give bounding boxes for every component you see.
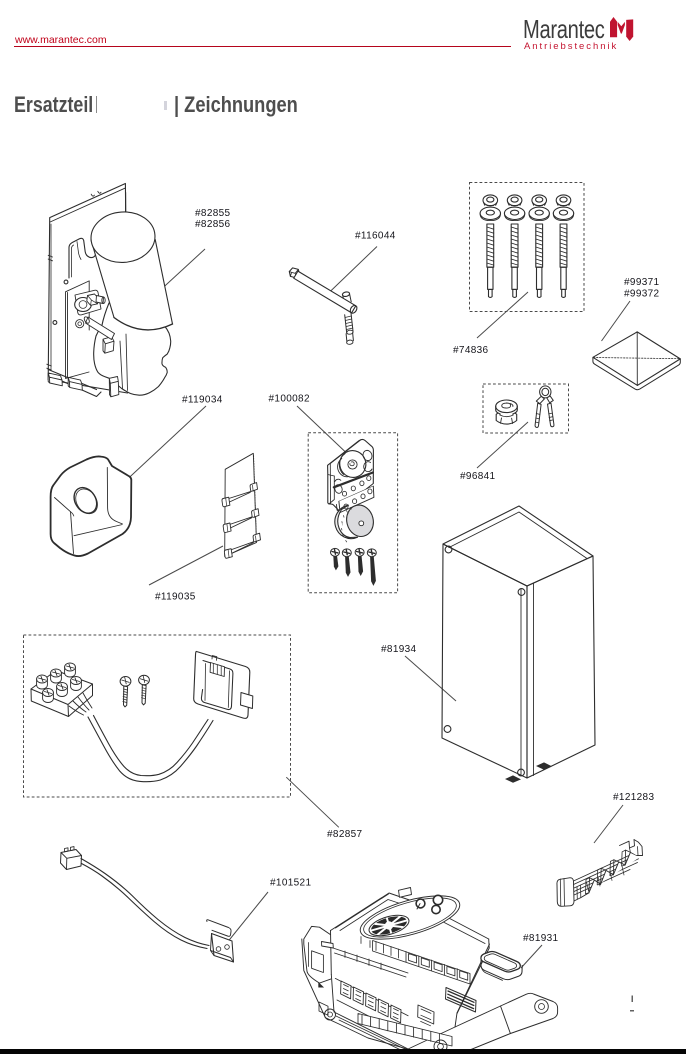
svg-text:#82857: #82857 [327,829,363,840]
svg-text:#99372: #99372 [624,289,660,300]
svg-text:#81931: #81931 [523,933,559,944]
svg-text:#116044: #116044 [355,231,396,242]
svg-text:#99371: #99371 [624,277,660,288]
svg-text:#74836: #74836 [453,345,489,356]
svg-text:#82856: #82856 [195,219,231,230]
svg-text:#101521: #101521 [270,878,311,889]
svg-text:#81934: #81934 [381,644,417,655]
svg-text:#119034: #119034 [182,395,223,406]
svg-text:#96841: #96841 [460,471,496,482]
svg-text:#100082: #100082 [269,394,310,405]
svg-text:#119035: #119035 [155,592,196,603]
svg-text:#121283: #121283 [613,792,654,803]
svg-text:#82855: #82855 [195,208,231,219]
